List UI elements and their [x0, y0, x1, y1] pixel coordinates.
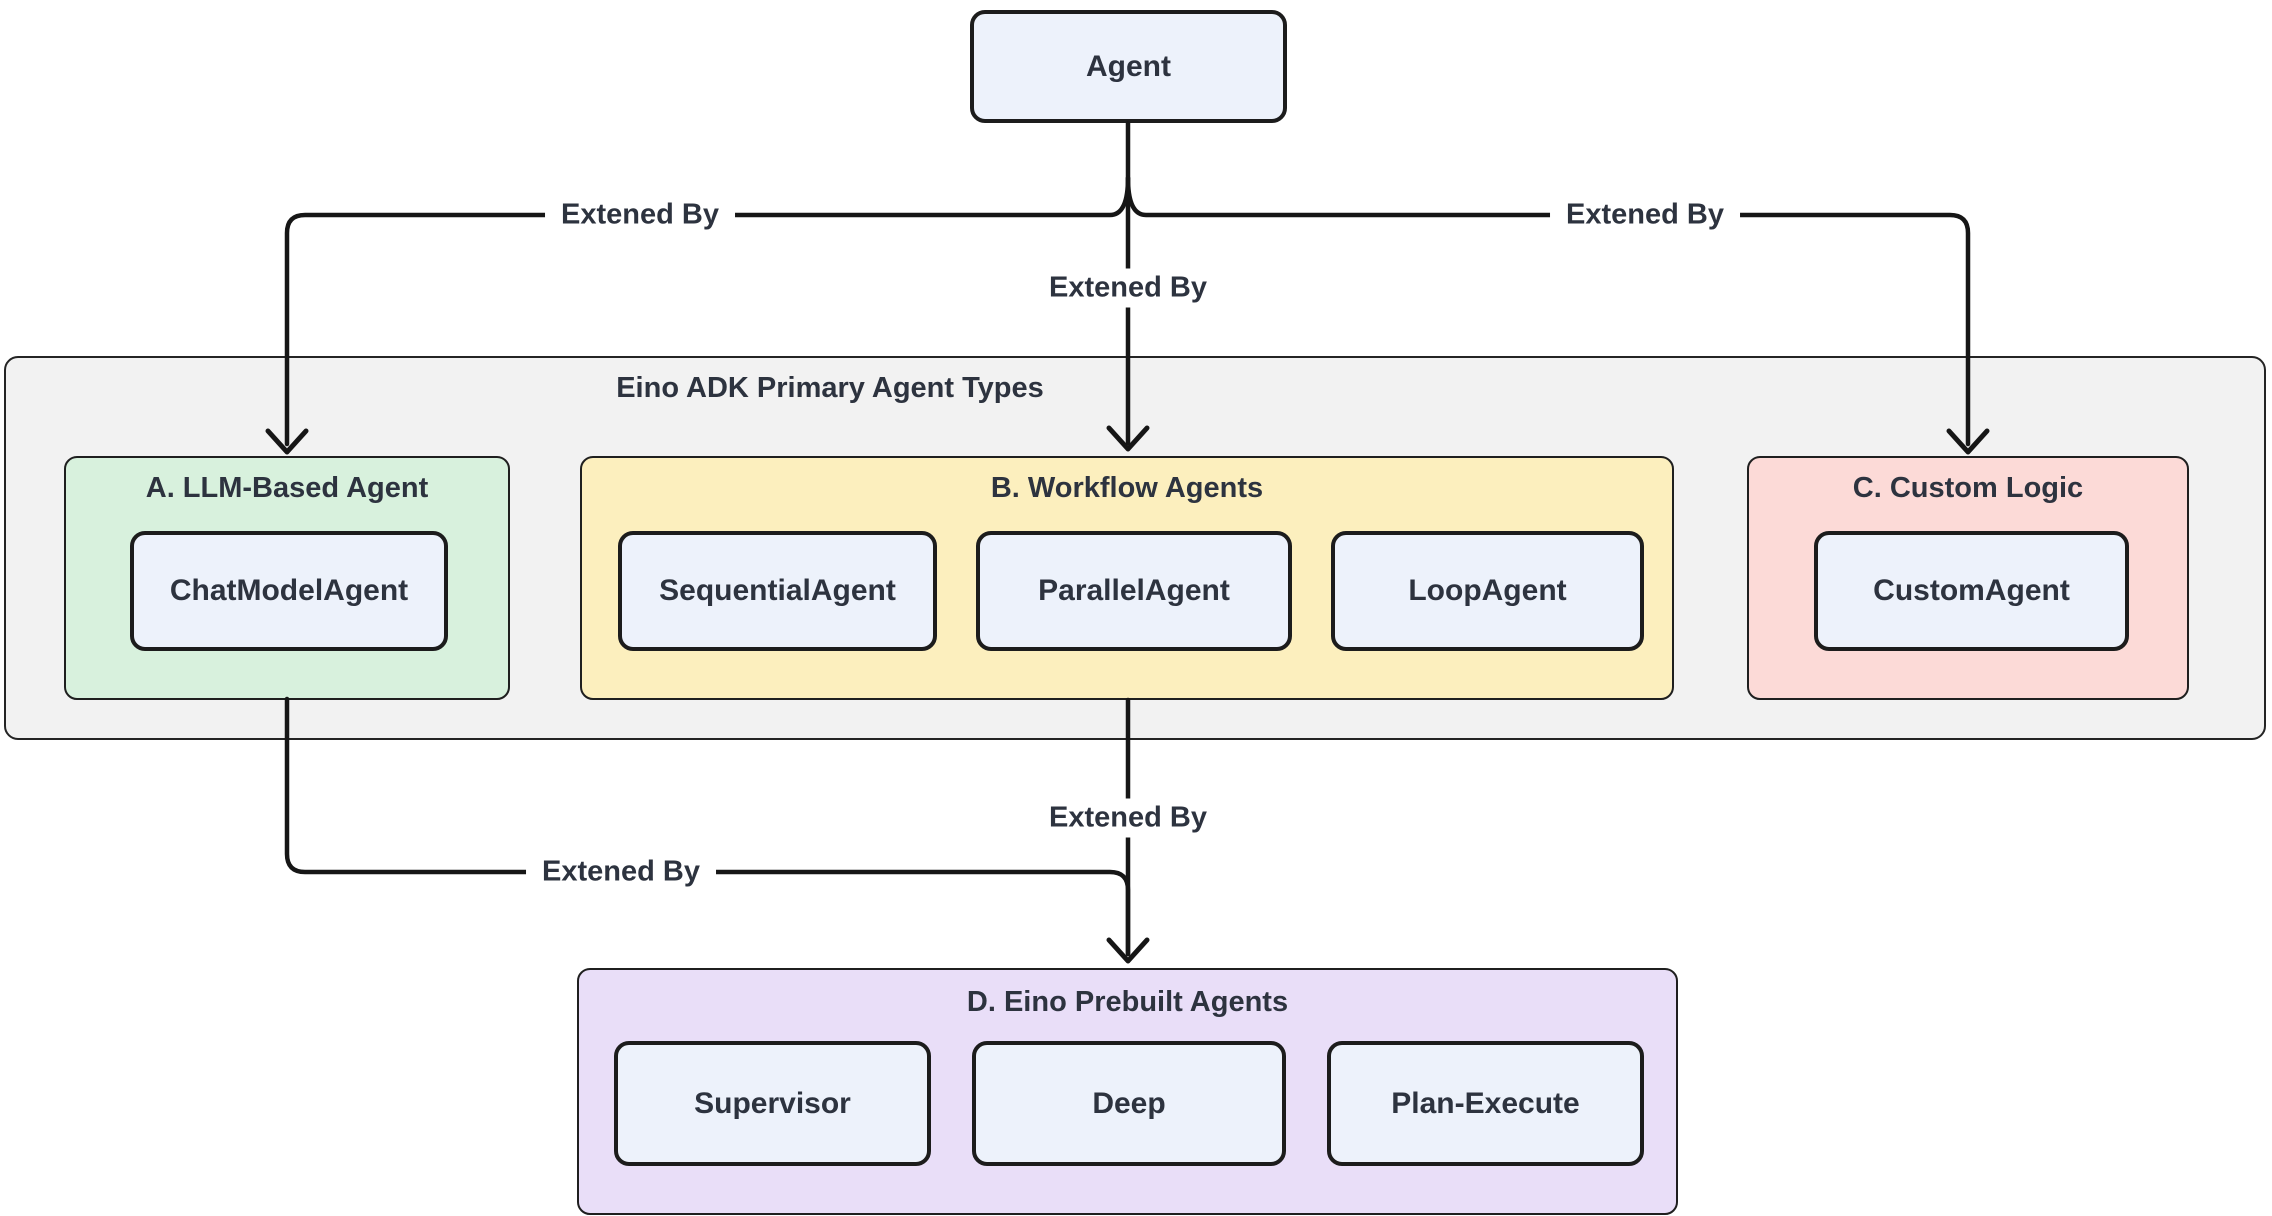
node-parallel-agent: ParallelAgent: [976, 531, 1292, 651]
group-eino-prebuilt-agents: D. Eino Prebuilt Agents Supervisor Deep …: [577, 968, 1678, 1215]
group-llm-based-agent-title: A. LLM-Based Agent: [145, 472, 429, 504]
group-eino-prebuilt-agents-title: D. Eino Prebuilt Agents: [966, 986, 1289, 1018]
node-custom-agent: CustomAgent: [1814, 531, 2129, 651]
node-deep-label: Deep: [1092, 1086, 1166, 1120]
edge-label-extended-by-left: Extened By: [545, 195, 735, 235]
node-chat-model-agent: ChatModelAgent: [130, 531, 448, 651]
edge-label-extended-by-right: Extened By: [1550, 195, 1740, 235]
edge-label-extended-by-bottom-left: Extened By: [526, 852, 716, 892]
group-workflow-agents: B. Workflow Agents SequentialAgent Paral…: [580, 456, 1674, 700]
node-custom-agent-label: CustomAgent: [1873, 574, 2070, 607]
container-title: Eino ADK Primary Agent Types: [616, 372, 1044, 404]
group-custom-logic: C. Custom Logic CustomAgent: [1747, 456, 2189, 700]
node-deep: Deep: [972, 1041, 1286, 1166]
node-supervisor-label: Supervisor: [694, 1086, 851, 1120]
node-plan-execute-label: Plan-Execute: [1391, 1086, 1580, 1120]
node-agent: Agent: [970, 10, 1287, 123]
node-loop-agent-label: LoopAgent: [1408, 574, 1567, 607]
edge-label-extended-by-center: Extened By: [1033, 268, 1223, 308]
node-agent-label: Agent: [1086, 49, 1171, 83]
group-workflow-agents-title: B. Workflow Agents: [990, 472, 1264, 504]
node-supervisor: Supervisor: [614, 1041, 931, 1166]
node-sequential-agent-label: SequentialAgent: [659, 574, 896, 607]
edge-label-extended-by-bottom-center: Extened By: [1033, 798, 1223, 838]
arrowhead-into-prebuilt-icon: [1106, 937, 1150, 964]
node-sequential-agent: SequentialAgent: [618, 531, 937, 651]
node-chat-model-agent-label: ChatModelAgent: [169, 574, 409, 607]
node-parallel-agent-label: ParallelAgent: [1038, 574, 1230, 607]
group-llm-based-agent: A. LLM-Based Agent ChatModelAgent: [64, 456, 510, 700]
node-plan-execute: Plan-Execute: [1327, 1041, 1644, 1166]
node-loop-agent: LoopAgent: [1331, 531, 1644, 651]
group-custom-logic-title: C. Custom Logic: [1852, 472, 2084, 504]
